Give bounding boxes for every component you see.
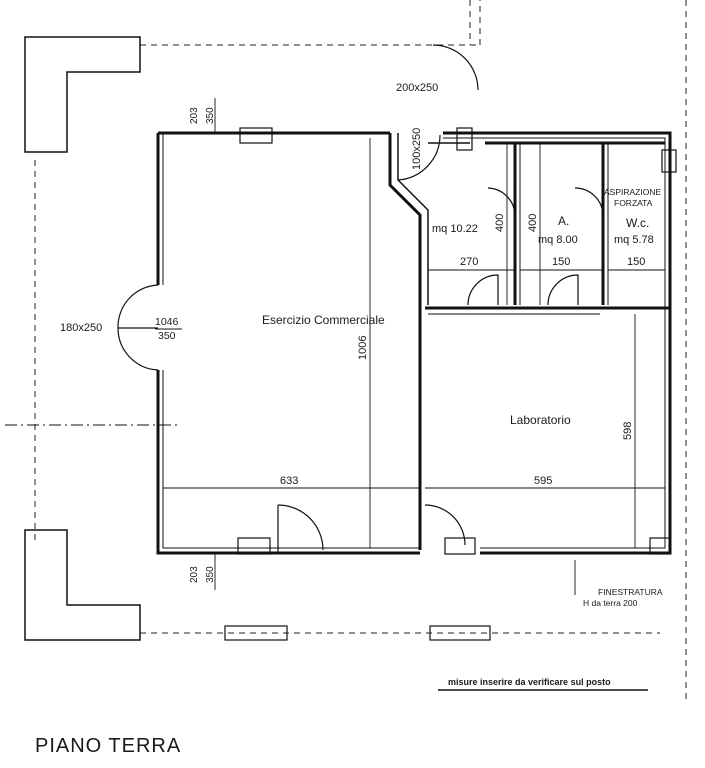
dim-main-height: 1006 <box>357 336 369 360</box>
dim-lab-width: 595 <box>534 475 552 487</box>
door-inner-size: 100x250 <box>411 128 423 170</box>
verification-note: misure inserire da verificare sul posto <box>448 677 611 687</box>
plan-title: PIANO TERRA <box>35 735 181 757</box>
dim-room2-width: 150 <box>552 256 570 268</box>
room2-name: A. <box>558 214 569 228</box>
room1-area: mq 10.22 <box>432 223 478 235</box>
door-swings <box>117 44 604 553</box>
wc-area: mq 5.78 <box>614 234 654 246</box>
dim-lab-height: 598 <box>622 422 634 440</box>
interior-walls <box>388 133 670 550</box>
aspiration-line2: FORZATA <box>614 198 653 208</box>
dim-wc-width: 150 <box>627 256 645 268</box>
dim-room1-height: 400 <box>494 214 506 232</box>
dimension-lines <box>5 98 665 595</box>
window-blocks <box>224 127 677 641</box>
finestratura-line1: FINESTRATURA <box>598 587 663 597</box>
pillar-bottom-left <box>24 529 141 641</box>
window-bottom-den: 350 <box>205 566 216 583</box>
finestratura-line2: H da terra 200 <box>583 598 638 608</box>
dim-room1-width: 270 <box>460 256 478 268</box>
room2-area: mq 8.00 <box>538 234 578 246</box>
pillar-top-left <box>24 36 141 153</box>
door-left-size: 180x250 <box>60 322 102 334</box>
site-boundary <box>34 0 687 700</box>
aspiration-line1: ASPIRAZIONE <box>604 187 661 197</box>
window-left-num: 1046 <box>155 316 179 328</box>
window-bottom-num: 203 <box>189 566 200 583</box>
window-top-den: 350 <box>205 107 216 124</box>
room-main-label: Esercizio Commerciale <box>262 313 385 327</box>
door-top-size: 200x250 <box>396 82 438 94</box>
wc-name: W.c. <box>626 216 649 230</box>
dim-room2-height: 400 <box>527 214 539 232</box>
window-left-den: 350 <box>158 330 176 342</box>
dim-main-width: 633 <box>280 475 298 487</box>
exterior-walls <box>156 131 672 555</box>
window-top-num: 203 <box>189 107 200 124</box>
room-lab-label: Laboratorio <box>510 413 571 427</box>
